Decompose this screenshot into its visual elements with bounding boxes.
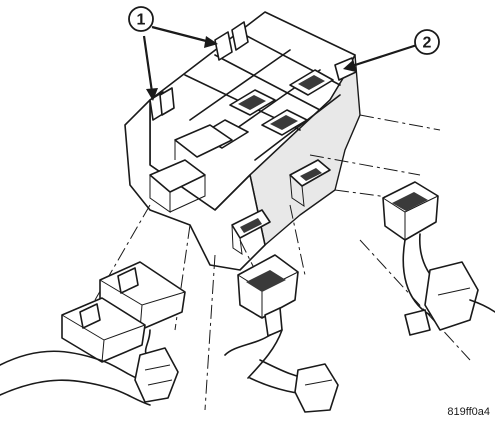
callout-1-circle <box>128 6 154 32</box>
callout-2-label: 2 <box>423 35 432 52</box>
right-wire-harness <box>402 233 495 336</box>
callout-1: 1 <box>128 6 218 101</box>
left-wire-harness <box>0 329 179 406</box>
callout-1-label: 1 <box>137 12 146 29</box>
module-housing <box>124 11 361 271</box>
right-connector <box>382 181 439 241</box>
figure-id: 819ff0a4 <box>447 406 490 418</box>
center-connector <box>237 254 299 337</box>
left-connector-lower <box>61 297 146 363</box>
callout-2: 2 <box>343 29 440 72</box>
callout-2-circle <box>414 29 440 55</box>
center-wire-harness <box>224 329 339 413</box>
